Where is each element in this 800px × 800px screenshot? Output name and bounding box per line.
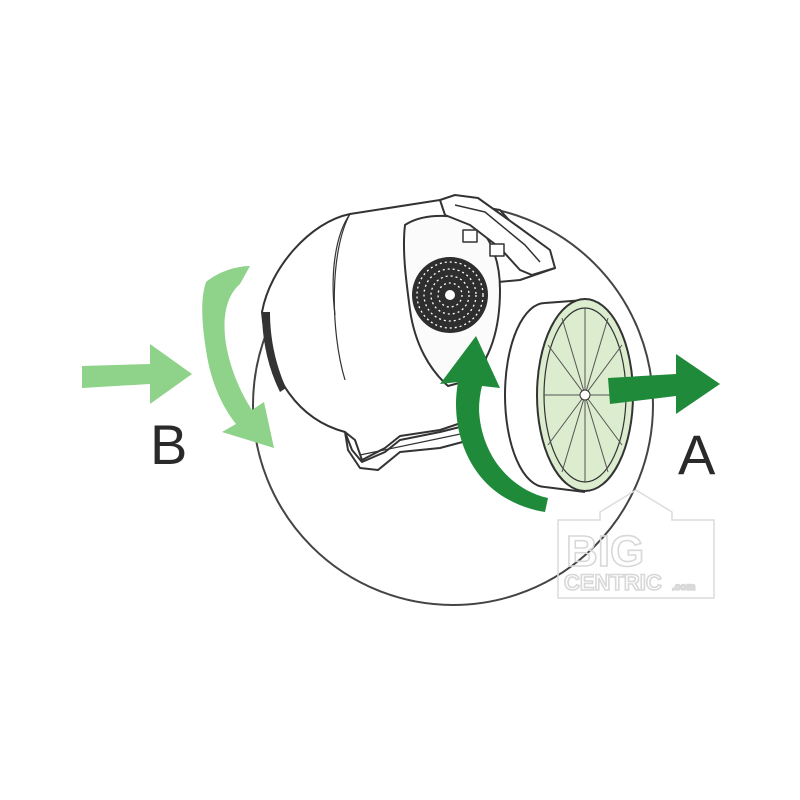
arrow-a-rotate [440, 336, 548, 512]
label-b: B [150, 413, 187, 476]
watermark-suffix: .com [672, 582, 695, 593]
arrow-b-rotate [202, 266, 274, 448]
fan-grille [412, 257, 488, 333]
watermark-line2: CENTRIC [564, 570, 662, 595]
arrow-a-straight [608, 354, 720, 414]
watermark-line1: BIG [566, 527, 644, 576]
label-a: A [678, 423, 716, 486]
arrow-b-straight [82, 344, 192, 404]
bigcentric-watermark: BIG CENTRIC .com [557, 489, 715, 599]
